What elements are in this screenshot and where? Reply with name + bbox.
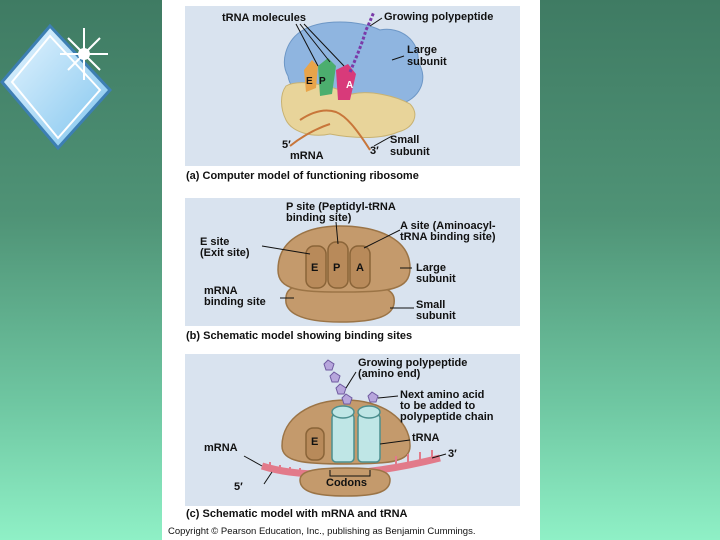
label-3-prime-c: 3′ bbox=[448, 449, 457, 460]
label-growing-polypeptide-c-line2: (amino end) bbox=[358, 369, 420, 380]
label-5-prime-c: 5′ bbox=[234, 482, 243, 493]
label-codons: Codons bbox=[326, 478, 367, 489]
caption-panel-c: (c) Schematic model with mRNA and tRNA bbox=[186, 508, 407, 520]
copyright-notice: Copyright © Pearson Education, Inc., pub… bbox=[168, 526, 475, 537]
label-trna-c: tRNA bbox=[412, 433, 440, 444]
label-mrna-c: mRNA bbox=[204, 443, 238, 454]
slot-e-label-c: E bbox=[311, 437, 318, 448]
label-next-amino-acid-line3: polypeptide chain bbox=[400, 412, 494, 423]
